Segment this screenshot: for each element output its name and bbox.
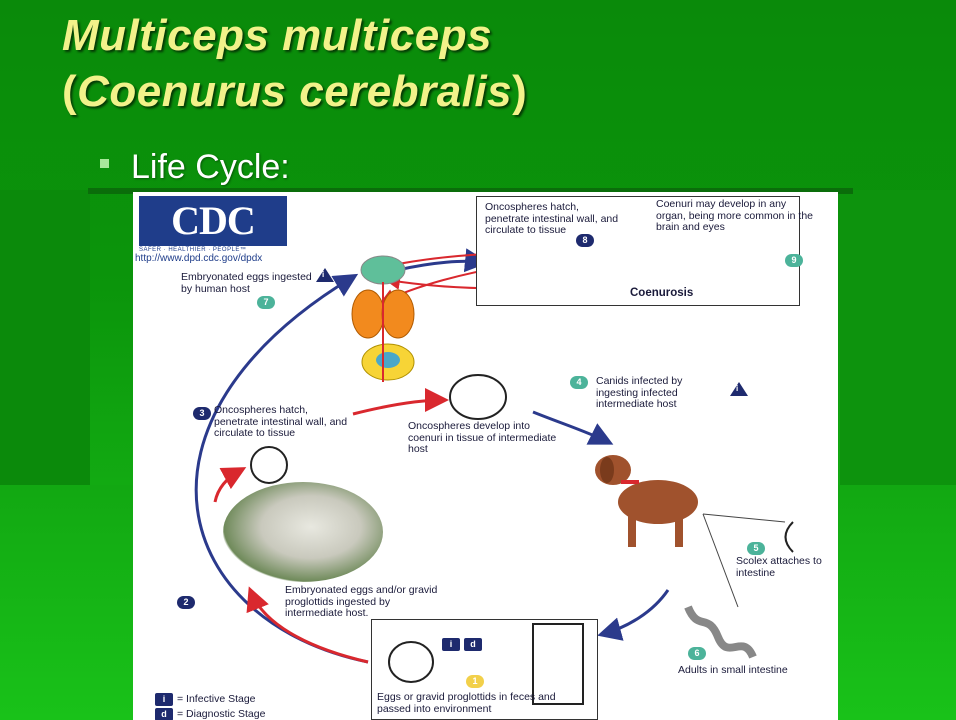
arrow-red-2 [246,586,369,664]
slide-title: Multiceps multiceps (Coenurus cerebralis… [62,8,527,120]
arrow-red-up-sheep [213,467,247,503]
figure-top-border [88,188,853,194]
egg-1 [388,641,434,683]
diagnostic-stage-badge: d [464,638,482,651]
arrow-red-to-coenuri [352,388,449,416]
step-3-number: 3 [193,407,211,420]
human-infection-box [476,196,800,306]
scolex-5 [784,521,794,553]
step-5-text: Scolex attaches to intestine [736,555,822,579]
step-7-number: 7 [257,296,275,309]
title-line-1: Multiceps multiceps [62,11,493,60]
step-4-number: 4 [570,376,588,389]
infective-stage-icon: i [316,268,334,282]
legend-diagnostic-text: = Diagnostic Stage [177,708,266,720]
legend-infective-symbol: i [155,693,173,706]
background-band-left [0,190,90,490]
step-3b-text: Oncospheres develop into coenuri in tiss… [408,420,557,455]
bullet-text: Life Cycle: [131,148,290,186]
step-2-text: Embryonated eggs and/or gravid proglotti… [285,584,438,619]
bullet-life-cycle: Life Cycle: [100,148,290,187]
arrow-blue-to-dog [532,410,614,445]
step-8-number: 8 [576,234,594,247]
step-6-number: 6 [688,647,706,660]
life-cycle-figure: CDC SAFER · HEALTHIER · PEOPLE™ http://w… [133,192,838,720]
step-2-number: 2 [177,596,195,609]
infective-stage-icon: i [730,382,748,396]
infective-stage-badge: i [442,638,460,651]
coenurus-3b [449,374,507,420]
legend-infective-text: = Infective Stage [177,693,256,705]
sheep-intermediate-host [223,482,383,582]
dog-definitive-host [583,442,703,552]
step-9-text: Coenuri may develop in any organ, being … [656,198,814,233]
legend-diagnostic-symbol: d [155,708,173,720]
pointer-adults [702,513,739,608]
human-host-organs [338,252,438,392]
step-5-number: 5 [747,542,765,555]
adult-worm [684,605,757,659]
step-7-text: Embryonated eggs ingested by human host [181,271,312,295]
title-paren-open: ( [62,67,78,116]
background-band-right [840,190,956,490]
cdc-tagline: SAFER · HEALTHIER · PEOPLE™ [139,247,247,253]
pointer-scolex [702,513,786,523]
cdc-logo: CDC [139,196,287,246]
step-8-text: Oncospheres hatch, penetrate intestinal … [485,201,619,236]
step-9-number: 9 [785,254,803,267]
arrow-blue-to-box1 [597,589,670,641]
oncosphere-3 [250,446,288,484]
bullet-square-icon [100,158,109,168]
step-4-text: Canids infected by ingesting infected in… [596,375,683,410]
coenurosis-label: Coenurosis [630,287,694,299]
step-6-text: Adults in small intestine [678,664,788,676]
cdc-url[interactable]: http://www.dpd.cdc.gov/dpdx [135,253,263,264]
step-1-text: Eggs or gravid proglottids in feces and … [377,691,556,715]
step-3-text: Oncospheres hatch, penetrate intestinal … [214,404,348,439]
title-line-2: Coenurus cerebralis [77,67,513,116]
step-1-number: 1 [466,675,484,688]
proglottid-1 [532,623,584,705]
title-paren-close: ) [512,67,528,116]
